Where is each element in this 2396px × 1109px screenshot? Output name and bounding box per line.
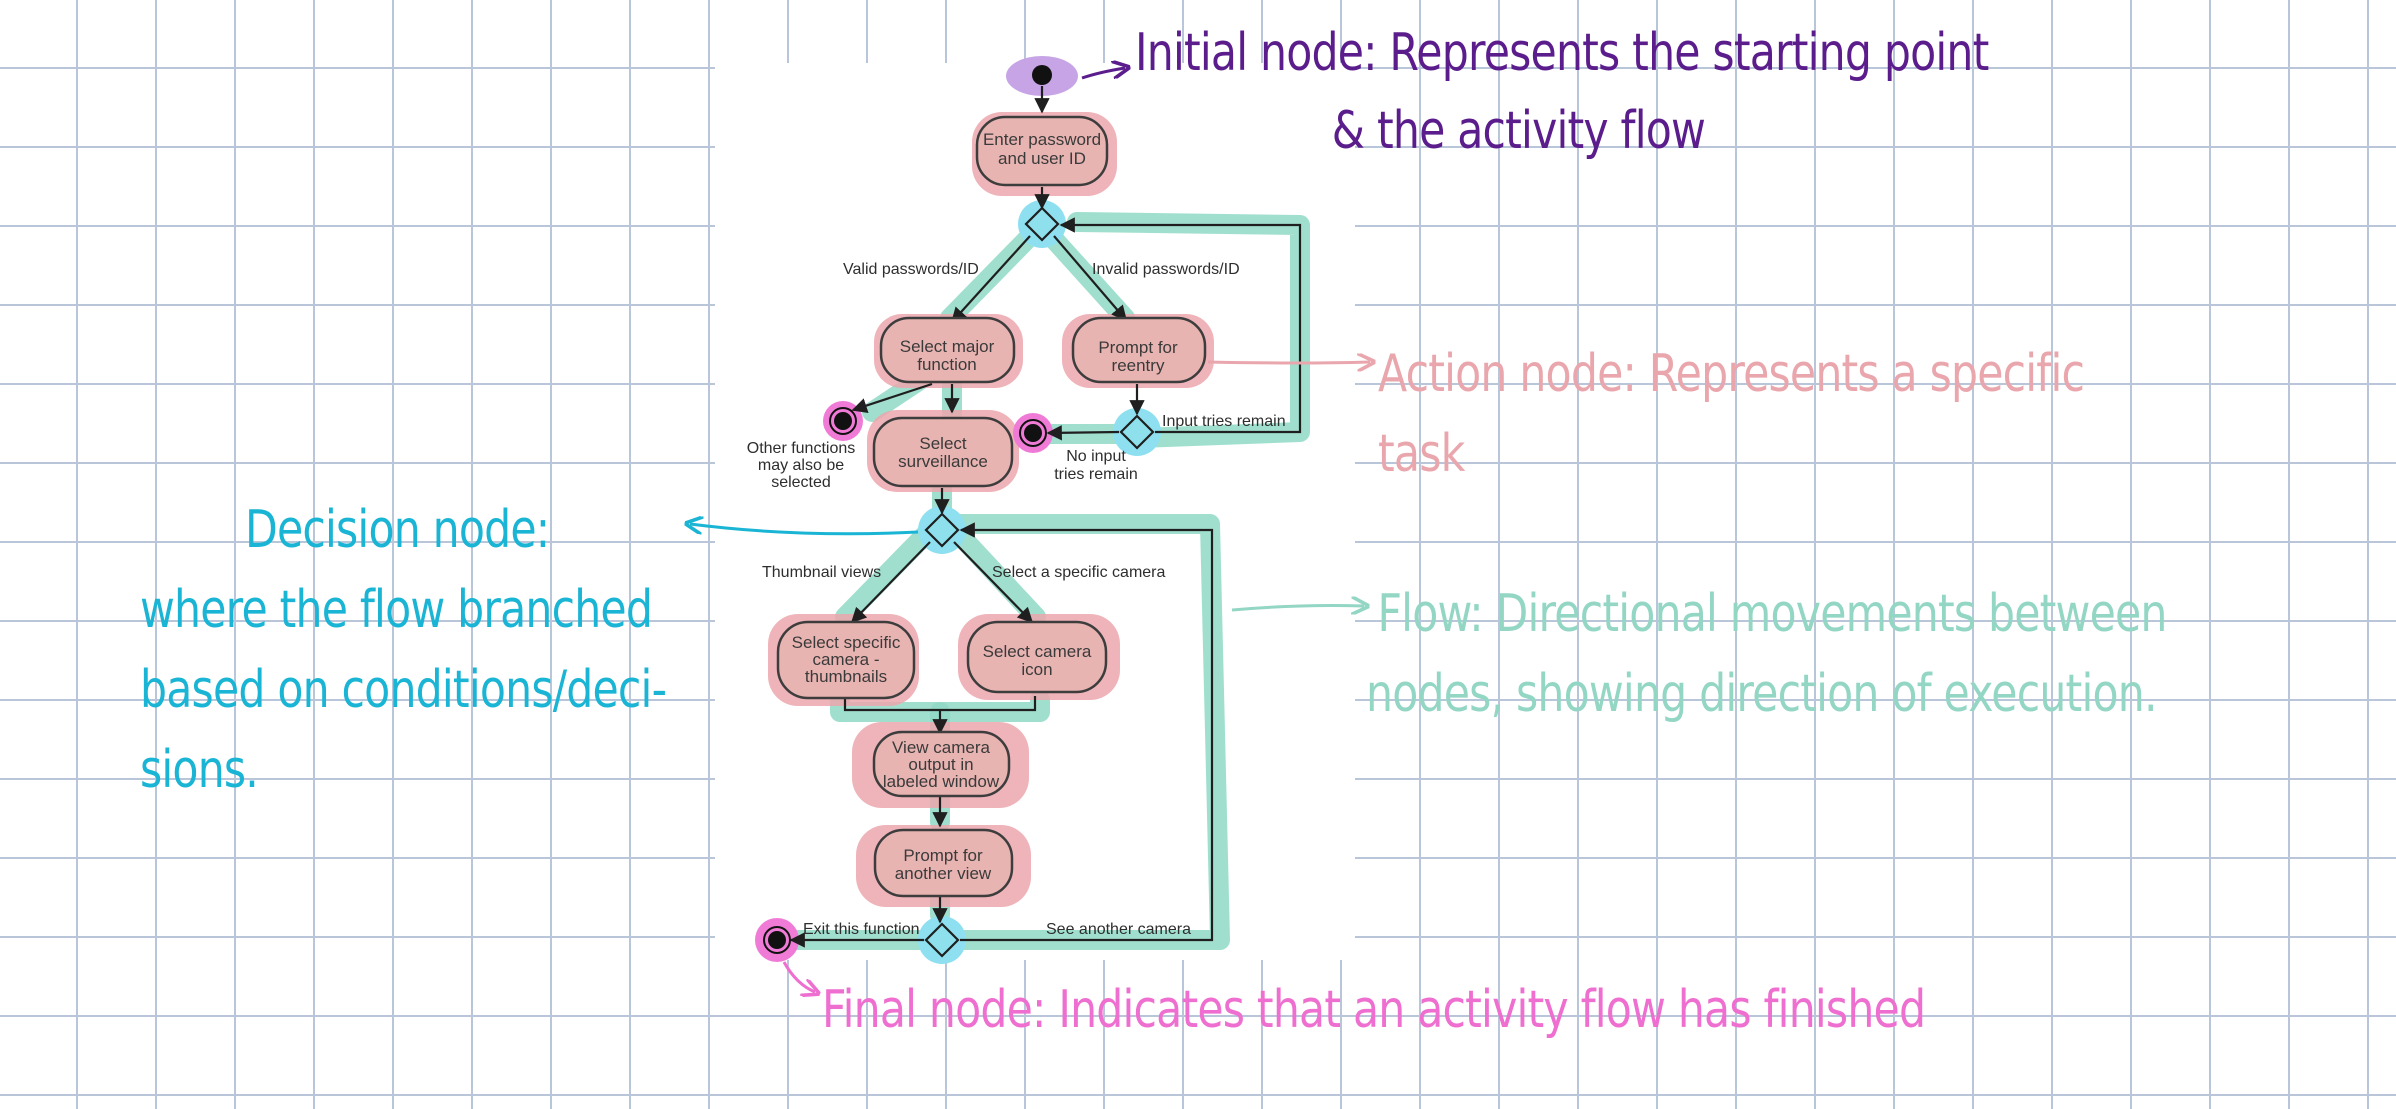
guard-label: Select a specific camera	[992, 564, 1166, 581]
guard-label: Input tries remain	[1162, 413, 1286, 430]
action-node-prompt-another	[873, 828, 1014, 898]
node-label: View camera	[892, 738, 990, 757]
decision-node-annotation: Decision node: where the flow branched b…	[140, 490, 667, 810]
final-pointer-arrow	[782, 961, 815, 992]
guard-label: may also be	[758, 457, 844, 474]
decision-node-next	[924, 922, 960, 958]
annotation-line: sions.	[140, 740, 259, 800]
final-node-annotation: Final node: Indicates that an activity f…	[822, 978, 1926, 1042]
action-node-select-thumbnails	[776, 620, 916, 700]
flow-lines	[789, 86, 1302, 948]
guard-label: Other functions	[747, 440, 856, 457]
node-label: function	[917, 355, 977, 374]
decision-node-tries	[1119, 414, 1155, 450]
annotation-line: Flow: Directional movements between	[1377, 584, 2167, 644]
node-label: and user ID	[998, 149, 1086, 168]
annotation-line: Initial node: Represents the starting po…	[1135, 23, 1989, 83]
node-label: surveillance	[898, 452, 988, 471]
guard-label: tries remain	[1054, 466, 1138, 483]
node-label: thumbnails	[805, 667, 887, 686]
action-node-annotation: Action node: Represents a specific task	[1378, 334, 2085, 494]
guard-label: No input	[1066, 448, 1126, 465]
guard-label: Thumbnail views	[762, 564, 881, 581]
guard-label: Exit this function	[803, 921, 920, 938]
action-node-select-surveillance	[872, 416, 1014, 488]
node-label: Prompt for	[903, 846, 983, 865]
action-node-select-camera-icon	[966, 620, 1108, 694]
final-nodes	[763, 407, 1047, 954]
action-node-prompt-reentry	[1071, 316, 1207, 384]
node-label: output in	[908, 755, 973, 774]
flow-highlights	[770, 212, 1310, 950]
decision-node-login	[1024, 206, 1060, 242]
node-label: camera -	[812, 650, 879, 669]
guard-label: selected	[771, 474, 831, 491]
flow-pointer-arrow	[1231, 606, 1364, 611]
node-label: another view	[895, 864, 992, 883]
node-label: labeled window	[883, 772, 1000, 791]
node-label: reentry	[1112, 356, 1165, 375]
decision-pointer-arrow	[690, 524, 919, 536]
node-label: Select camera	[983, 642, 1092, 661]
guard-label: See another camera	[1046, 921, 1191, 938]
flow-annotation: Flow: Directional movements between node…	[1366, 574, 2167, 734]
annotation-line: Action node: Represents a specific	[1378, 344, 2085, 404]
node-label: Select specific	[792, 633, 901, 652]
node-label: Select	[919, 434, 967, 453]
node-label: Enter password	[983, 130, 1101, 149]
action-nodes	[776, 115, 1207, 898]
guard-label: Valid passwords/ID	[843, 261, 979, 278]
action-node-select-major	[879, 316, 1016, 384]
node-label: Select major	[900, 337, 995, 356]
action-node-view-output	[872, 730, 1011, 798]
annotation-line: nodes, showing direction of execution.	[1366, 664, 2158, 724]
annotation-line: & the activity flow	[1331, 101, 1706, 161]
annotation-line: Final node: Indicates that an activity f…	[822, 980, 1926, 1040]
annotation-line: based on conditions/deci-	[140, 660, 667, 720]
initial-node	[1032, 65, 1052, 85]
annotation-line: where the flow branched	[140, 580, 653, 640]
guard-label: Invalid passwords/ID	[1092, 261, 1240, 278]
node-labels: Enter password and user ID Select major …	[792, 130, 1178, 883]
action-node-enter-password	[975, 115, 1109, 187]
decision-node-view-mode	[924, 512, 960, 548]
annotation-line: Decision node:	[244, 500, 550, 560]
guard-labels: Valid passwords/ID Invalid passwords/ID …	[747, 261, 1286, 938]
node-label: icon	[1021, 660, 1052, 679]
decision-nodes	[924, 206, 1155, 958]
node-label: Prompt for	[1098, 338, 1178, 357]
annotation-line: task	[1378, 424, 1465, 484]
action-pointer-arrow	[1207, 362, 1370, 363]
initial-node-annotation: Initial node: Represents the starting po…	[1135, 14, 1989, 170]
initial-pointer-arrow	[1081, 68, 1125, 80]
